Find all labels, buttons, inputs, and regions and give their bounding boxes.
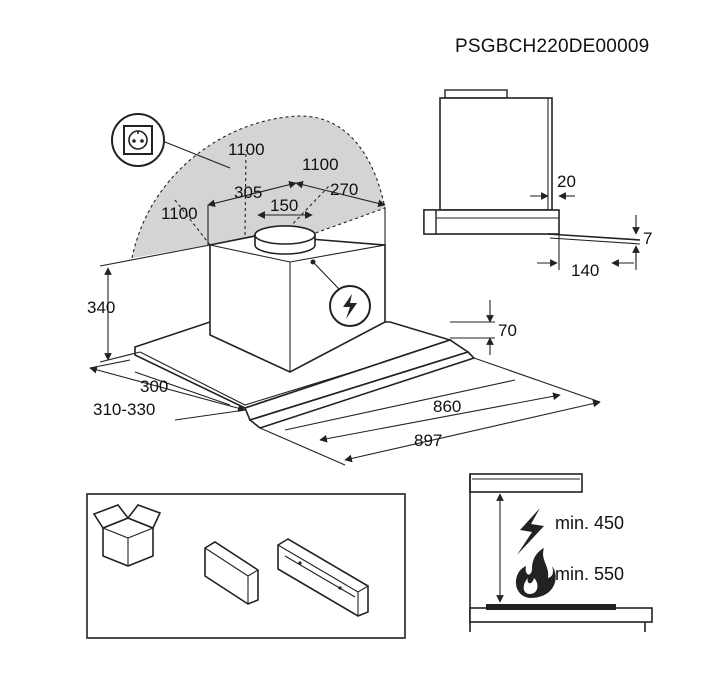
dim-7: 7 <box>643 229 652 248</box>
accessories-panel <box>86 493 406 639</box>
dim-20: 20 <box>557 172 576 191</box>
dim-305: 305 <box>234 183 262 202</box>
gas-flame-icon <box>515 548 556 598</box>
hood-side-view: 20 7 140 <box>423 89 652 280</box>
electric-connection-icon <box>310 259 371 327</box>
product-code: PSGBCH220DE00009 <box>455 36 650 57</box>
dim-340: 340 <box>87 298 115 317</box>
gas-min-label: min. 550 <box>555 564 624 584</box>
dim-70: 70 <box>498 321 517 340</box>
electric-min-label: min. 450 <box>555 513 624 533</box>
bracket-icon <box>204 541 259 605</box>
hood-main-view: 1100 1100 1100 305 150 270 340 70 300 31… <box>87 113 601 466</box>
dim-1100-right: 1100 <box>302 155 339 174</box>
installation-heights: min. 450 min. 550 <box>469 473 653 632</box>
dim-860: 860 <box>433 397 461 416</box>
power-socket-icon <box>111 113 231 169</box>
rail-icon <box>277 538 369 617</box>
dim-1100-top: 1100 <box>228 140 265 159</box>
box-icon <box>92 504 162 567</box>
dim-300: 300 <box>140 377 168 396</box>
electric-hob-icon <box>517 508 544 555</box>
dim-1100-left: 1100 <box>161 204 198 223</box>
dim-140: 140 <box>571 261 599 280</box>
dim-150: 150 <box>270 196 298 215</box>
dim-270: 270 <box>330 180 358 199</box>
dim-897: 897 <box>414 431 442 450</box>
dim-310-330: 310-330 <box>93 400 155 419</box>
